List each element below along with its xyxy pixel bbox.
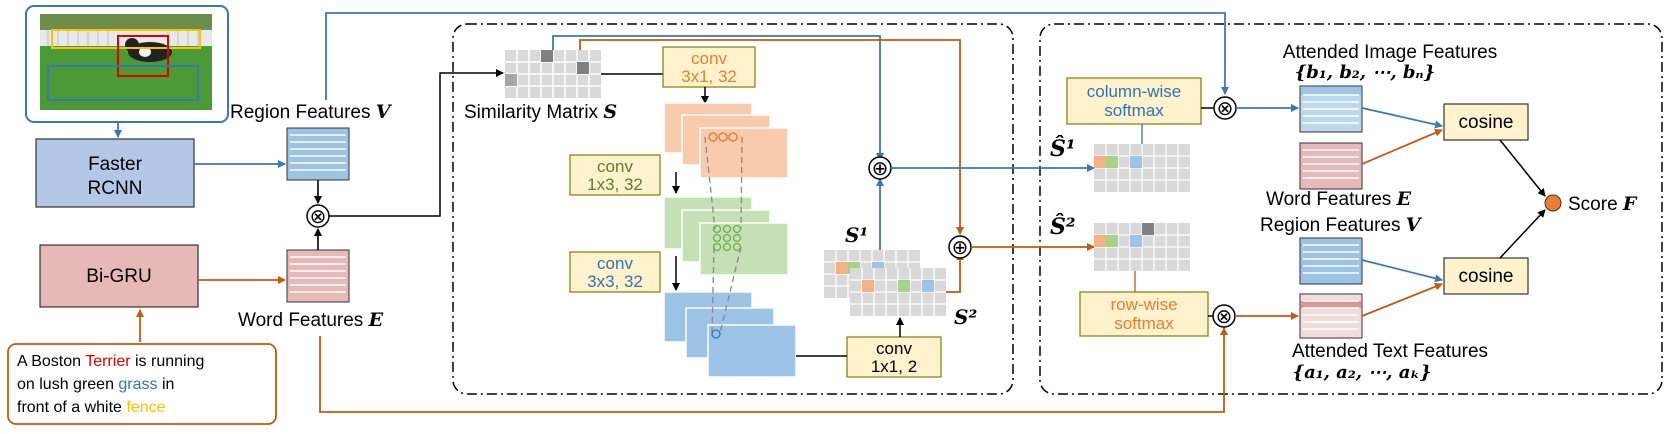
conv-1x3-label-2: 1x3, 32: [587, 175, 643, 194]
word-features-right-stack: [1299, 142, 1363, 190]
conv-1x1-box: [846, 336, 942, 378]
input-caption: A Boston Terrier is running on lush gree…: [7, 343, 277, 425]
score-label: Score F: [1568, 193, 1638, 215]
svg-text:⊕: ⊕: [872, 158, 889, 180]
conv-3x1-box: [662, 46, 756, 88]
similarity-matrix-label: Similarity Matrix S: [464, 101, 617, 123]
s1-label: S¹: [845, 223, 868, 247]
svg-text:on lush green grass in: on lush green grass in: [17, 376, 174, 393]
conv-1x3-label-1: conv: [597, 157, 633, 176]
s1-hat-grid: [1094, 144, 1190, 192]
cosine-bottom-label: cosine: [1459, 266, 1514, 287]
row-wise-softmax-label-2: softmax: [1114, 314, 1174, 333]
conv-3x1-label-1: conv: [691, 49, 727, 68]
column-wise-softmax-label-2: softmax: [1104, 101, 1164, 120]
faster-rcnn-box: [35, 138, 195, 208]
row-wise-softmax-box: [1079, 291, 1209, 337]
svg-text:⊗: ⊗: [1216, 306, 1233, 328]
svg-text:⊕: ⊕: [952, 237, 969, 259]
s1-hat-label: Ŝ¹: [1050, 135, 1076, 162]
region-features-label: Region Features V: [230, 101, 393, 123]
word-features-stack: [286, 249, 350, 303]
cosine-top-box: [1443, 103, 1529, 141]
feature-maps-conv2: [663, 196, 789, 276]
attended-image-features-label: Attended Image Features: [1283, 42, 1497, 63]
feature-maps-conv1: [663, 102, 789, 179]
cnn-module-frame: [452, 23, 1014, 395]
region-features-right-stack: [1299, 237, 1363, 285]
score-node: [1544, 194, 1562, 212]
attended-image-features-set: {b₁, b₂, ⋯, bₙ}: [1295, 62, 1436, 83]
conv-3x3-label-1: conv: [597, 254, 633, 273]
faster-rcnn-label-1: Faster: [88, 154, 143, 175]
conv-1x3-box: [569, 154, 661, 196]
cosine-top-label: cosine: [1459, 112, 1514, 133]
attended-text-features-set: {a₁, a₂, ⋯, aₖ}: [1293, 362, 1432, 383]
s2-hat-label: Ŝ²: [1050, 213, 1076, 240]
feature-maps-conv3: [663, 291, 797, 378]
cosine-bottom-box: [1443, 257, 1529, 295]
input-image: [25, 5, 229, 123]
svg-text:⊗: ⊗: [1217, 98, 1234, 120]
conv-3x3-box: [569, 251, 661, 293]
attended-text-features-label: Attended Text Features: [1292, 341, 1488, 362]
faster-rcnn-label-2: RCNN: [88, 178, 143, 199]
attended-text-features-stack: [1299, 293, 1363, 339]
bigru-box: [39, 244, 199, 308]
attention-module-frame: [1039, 23, 1663, 395]
attended-image-features-stack: [1299, 85, 1363, 133]
svg-text:⊗: ⊗: [310, 206, 327, 228]
receptive-field-guides: [704, 136, 743, 334]
column-wise-softmax-label-1: column-wise: [1087, 82, 1181, 101]
svg-text:A Boston Terrier is running: A Boston Terrier is running: [17, 353, 204, 370]
region-features-stack: [286, 127, 350, 181]
similarity-matrix-grid: [505, 50, 601, 98]
row-wise-softmax-label-1: row-wise: [1110, 295, 1177, 314]
s2-label: S²: [954, 305, 977, 329]
word-features-label: Word Features E: [238, 309, 384, 331]
s2-hat-grid: [1094, 223, 1190, 271]
conv-3x3-label-2: 3x3, 32: [587, 272, 643, 291]
region-features-right-label: Region Features V: [1260, 214, 1423, 236]
column-wise-softmax-box: [1066, 77, 1202, 125]
conv-1x1-label-1: conv: [876, 339, 912, 358]
conv-1x1-label-2: 1x1, 2: [871, 357, 917, 376]
s2-grid: [850, 268, 946, 316]
svg-text:front of a white fence: front of a white fence: [17, 399, 166, 416]
bigru-label: Bi-GRU: [86, 266, 151, 287]
word-features-right-label: Word Features E: [1266, 188, 1412, 210]
conv-3x1-label-2: 3x1, 32: [681, 67, 737, 86]
